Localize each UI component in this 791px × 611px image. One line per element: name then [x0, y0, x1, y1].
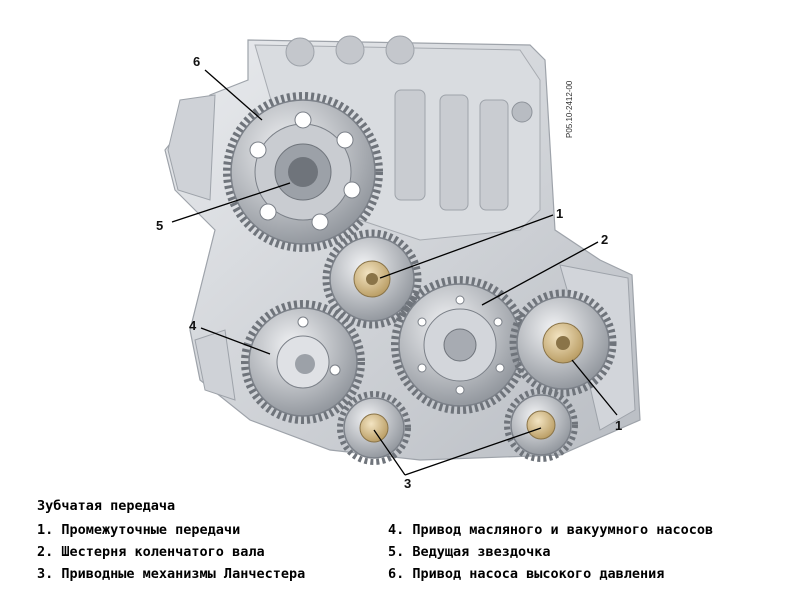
- callout-1-upper: 1: [556, 206, 563, 221]
- leader-lines: [171, 69, 618, 476]
- callout-2: 2: [601, 232, 608, 247]
- gear-idler-upper: [322, 229, 422, 329]
- engine-gear-diagram: 6 5 1 2 4 1 3 P05.10-2412-00: [156, 35, 641, 490]
- caption-title: Зубчатая передача: [37, 498, 176, 514]
- gear-idler-right: [509, 289, 617, 397]
- caption-item-3: 3. Приводные механизмы Ланчестера: [37, 566, 306, 582]
- caption-item-1: 1. Промежуточные передачи: [37, 522, 241, 538]
- gear-crankshaft: [391, 276, 529, 414]
- figure-code: P05.10-2412-00: [565, 80, 574, 138]
- callout-4: 4: [189, 318, 197, 333]
- caption-item-6: 6. Привод насоса высокого давления: [388, 566, 665, 582]
- gear-lanchester-right: [504, 388, 578, 462]
- caption: Зубчатая передача 1. Промежуточные перед…: [0, 498, 791, 608]
- gear-high-pressure-pump-drive: [223, 92, 383, 252]
- callout-1-right: 1: [615, 418, 622, 433]
- gear-oil-vacuum-pump-drive: [241, 300, 365, 424]
- caption-item-2: 2. Шестерня коленчатого вала: [37, 544, 265, 560]
- gear-lanchester-left: [337, 391, 411, 465]
- caption-item-4: 4. Привод масляного и вакуумного насосов: [388, 522, 714, 538]
- callout-3: 3: [404, 476, 411, 490]
- caption-item-5: 5. Ведущая звездочка: [388, 544, 551, 560]
- callout-6: 6: [193, 54, 200, 69]
- callout-5: 5: [156, 218, 163, 233]
